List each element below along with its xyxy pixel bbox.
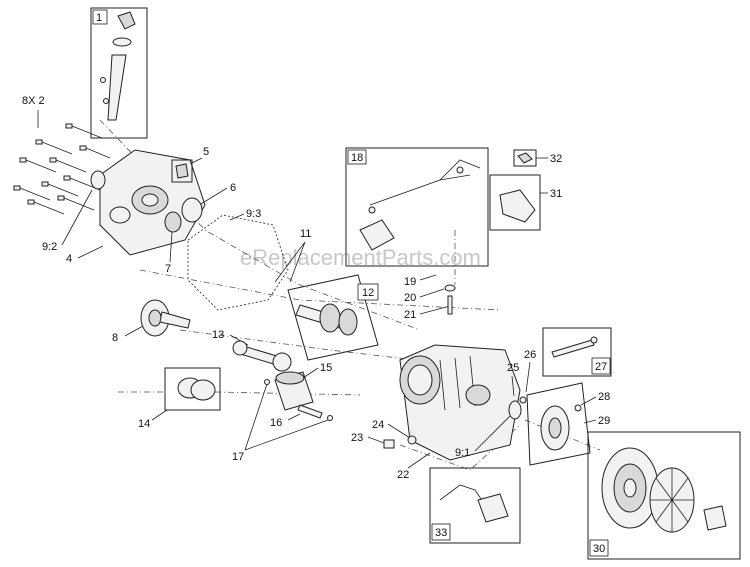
box-item-33	[429, 467, 521, 544]
bearing	[164, 211, 182, 233]
callout-20: 20	[404, 292, 416, 304]
dipstick-assembly-box: 1	[90, 7, 148, 139]
governor-gear-and-bearing: 6 7	[164, 182, 236, 275]
box-item-31	[489, 174, 541, 231]
box-item-27	[542, 327, 612, 377]
carburetor-linkage-box: 18	[345, 147, 489, 267]
callout-27: 27	[595, 361, 607, 373]
piston-pin	[297, 404, 323, 419]
callout-18: 18	[351, 152, 363, 164]
throttle-control-parts: 32 31	[489, 149, 562, 231]
governor-gear	[181, 197, 203, 223]
callout-19: 19	[404, 276, 416, 288]
throttle-lever	[499, 189, 536, 223]
dipstick-cap	[117, 11, 136, 30]
callout-5: 5	[203, 146, 209, 158]
callout-26: 26	[524, 349, 536, 361]
callout-29: 29	[598, 415, 610, 427]
callout-14: 14	[138, 418, 150, 430]
engine-block	[399, 344, 521, 461]
piston-ring	[190, 379, 216, 401]
callout-21: 21	[404, 309, 416, 321]
ignition-part-box: 27	[542, 327, 612, 377]
breather-parts: 25 26	[507, 349, 536, 404]
callout-9-3: 9:3	[246, 208, 261, 220]
callout-31: 31	[550, 188, 562, 200]
box-item-1	[90, 7, 148, 139]
switch-assembly	[477, 493, 509, 523]
o-ring	[112, 37, 132, 47]
box-item-18	[345, 147, 489, 267]
callout-32: 32	[550, 153, 562, 165]
callout-4: 4	[66, 253, 72, 265]
flywheel-box: 30	[587, 431, 741, 560]
piston-rings-box: 14	[138, 367, 221, 430]
spark-plug-lead	[551, 339, 595, 358]
callout-9-2: 9:2	[42, 241, 57, 253]
callout-33: 33	[435, 527, 447, 539]
box-item-28-29	[526, 382, 591, 466]
callout-22: 22	[397, 469, 409, 481]
callout-17: 17	[232, 451, 244, 463]
box-item-30	[587, 431, 741, 560]
callout-24: 24	[372, 419, 384, 431]
box-item-14	[164, 367, 221, 411]
ignition-coil-box: 28 29	[526, 382, 610, 466]
callout-30: 30	[593, 543, 605, 555]
callout-13: 13	[212, 329, 224, 341]
callout-9-1: 9:1	[455, 447, 470, 459]
starter-cup	[703, 505, 727, 531]
callout-25: 25	[507, 362, 519, 374]
callout-1: 1	[96, 12, 102, 24]
callout-23: 23	[351, 432, 363, 444]
callout-15: 15	[320, 362, 332, 374]
callout-7: 7	[165, 263, 171, 275]
connecting-rod: 13	[212, 329, 292, 372]
filler-tube	[107, 54, 127, 121]
drain-plug-parts: 24 23 22	[351, 419, 431, 481]
callout-8: 8	[112, 332, 118, 344]
callout-28: 28	[598, 391, 610, 403]
governor-part-box: 5	[171, 146, 209, 183]
oil-seal-9-2	[90, 170, 106, 190]
box-item-5	[171, 159, 193, 183]
box-item-12	[287, 274, 379, 361]
callout-11: 11	[300, 228, 311, 240]
piston-assembly: 15 16 17	[232, 362, 333, 463]
crankshaft-box: 12	[287, 274, 379, 361]
governor-arm-parts: 19 20 21	[404, 274, 456, 321]
camshaft: 8	[112, 299, 191, 344]
callout-8x2: 8X 2	[22, 95, 45, 107]
callout-12: 12	[362, 287, 374, 299]
carburetor	[359, 219, 395, 251]
gasket: 9:3	[187, 208, 289, 311]
wiring-harness-box: 33	[429, 467, 521, 544]
callout-16: 16	[270, 417, 282, 429]
crankcase-cover-bolts: 8X 2	[13, 95, 111, 215]
oil-seal-9-1: 9:1	[455, 400, 522, 459]
callout-6: 6	[230, 182, 236, 194]
